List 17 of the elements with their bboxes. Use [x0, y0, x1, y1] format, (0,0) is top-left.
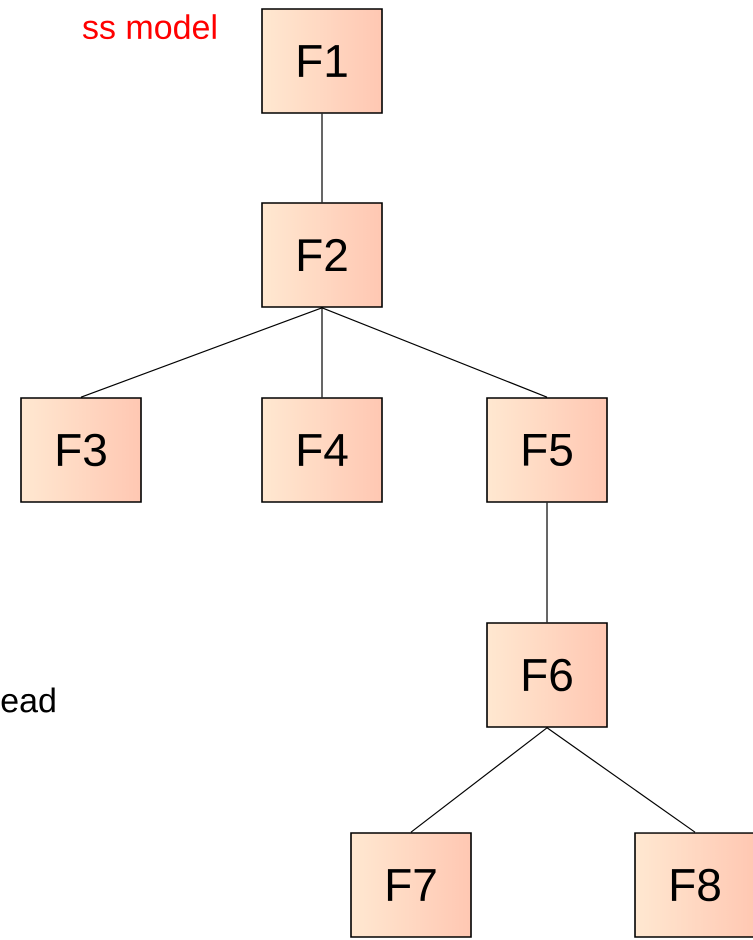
connector-line [321, 308, 323, 398]
process-box: F2 [261, 202, 383, 308]
text-label: ead [2, 688, 55, 712]
process-box: F5 [486, 397, 608, 503]
process-box: F4 [261, 397, 383, 503]
connector-line [546, 727, 696, 833]
connector-line [322, 307, 548, 398]
process-box: F8 [634, 832, 753, 938]
process-box: F6 [486, 622, 608, 728]
connector-line [80, 307, 322, 398]
process-box: F3 [20, 397, 142, 503]
text-label: ss model [82, 14, 216, 40]
process-box: F7 [350, 832, 472, 938]
connector-line [546, 502, 548, 622]
connector-line [410, 727, 548, 833]
process-box: F1 [261, 8, 383, 114]
connector-line [321, 114, 323, 202]
